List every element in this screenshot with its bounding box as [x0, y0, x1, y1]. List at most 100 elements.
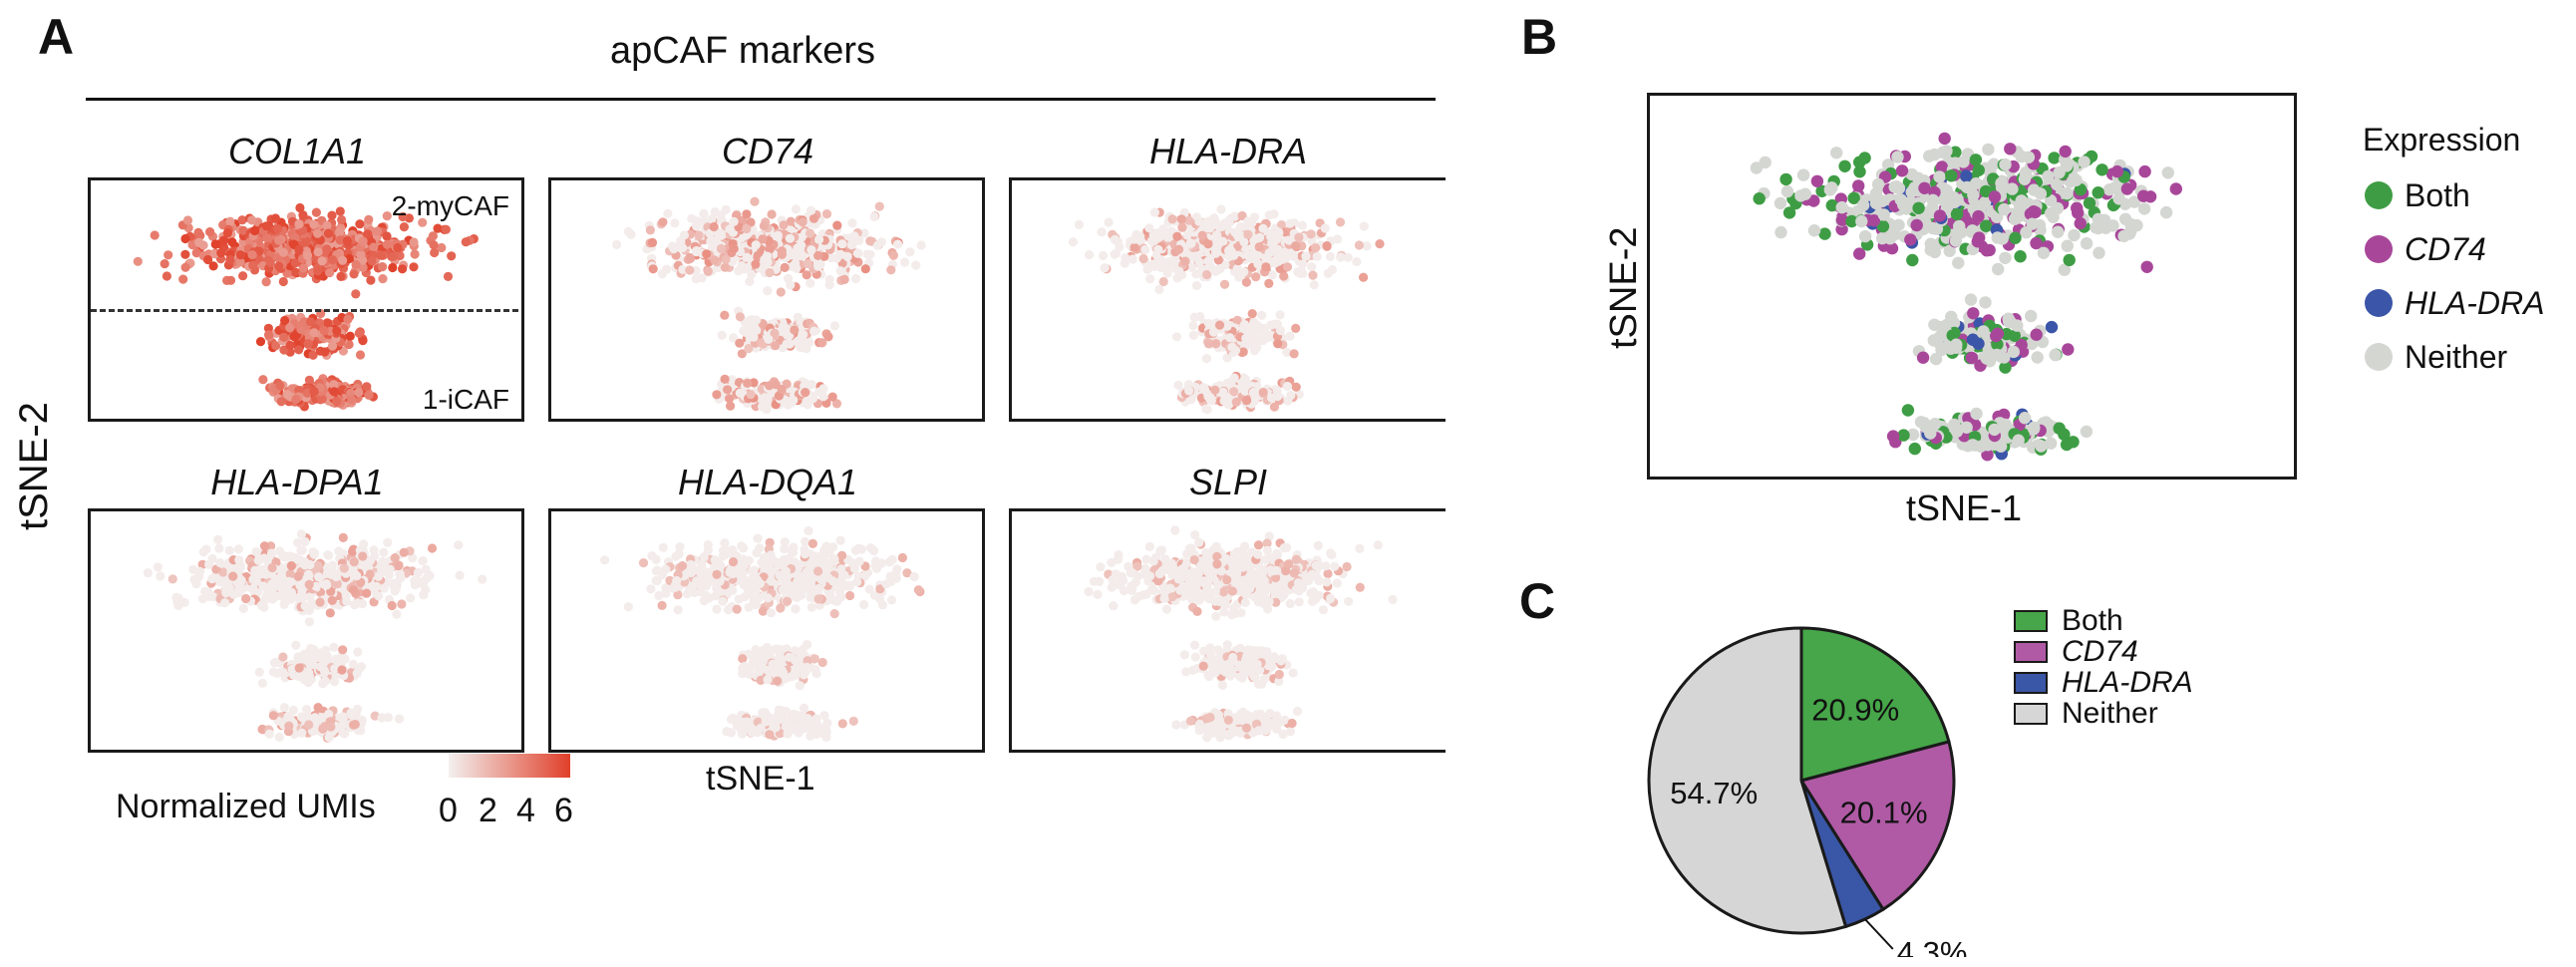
cell-point [698, 568, 708, 578]
cell-point [728, 545, 738, 555]
cell-point [1153, 244, 1163, 255]
cell-point [722, 727, 732, 737]
cell-point [274, 732, 284, 742]
cell-point [776, 654, 786, 664]
cell-point [703, 545, 713, 555]
cell-point [258, 375, 268, 385]
gene-title-6: SLPI [1188, 462, 1268, 502]
cell-point [284, 576, 294, 586]
cell-point [1154, 284, 1164, 294]
cell-point [398, 264, 408, 274]
cell-point [802, 662, 811, 672]
cell-point [827, 392, 837, 402]
cell-point [783, 329, 793, 339]
cell-point [320, 722, 330, 732]
cell-point [726, 401, 736, 411]
cell-point [798, 719, 808, 729]
cell-point [250, 565, 260, 575]
cell-point [323, 550, 334, 560]
cell-point [1291, 382, 1301, 392]
cell-point [1275, 326, 1286, 336]
cell-point [1202, 269, 1212, 280]
cell-point [251, 546, 261, 557]
cell-point [1104, 217, 1114, 227]
cell-point [213, 534, 223, 544]
cell-point [623, 602, 633, 612]
cell-point [791, 656, 801, 666]
cell-point [303, 569, 313, 579]
tsne-plot-hla-dra [1009, 177, 1446, 422]
cell-point [279, 332, 289, 342]
cell-point [248, 583, 258, 594]
tsne-plot-cd74 [548, 177, 985, 422]
cell-point [800, 549, 810, 559]
cell-point [790, 325, 800, 335]
cell-point [729, 216, 739, 226]
cell-point [247, 250, 257, 260]
cell-point [1109, 601, 1119, 611]
cell-point [712, 390, 722, 400]
cell-point [818, 392, 828, 402]
cell-point [836, 565, 846, 575]
cell-point [304, 617, 314, 627]
cell-point [267, 562, 277, 573]
cell-point [645, 225, 655, 235]
cell-point [805, 592, 815, 602]
cell-point [864, 584, 874, 594]
cell-point [337, 214, 347, 225]
cell-point [247, 215, 257, 225]
cell-point [811, 714, 821, 724]
cell-point [719, 545, 729, 555]
cell-point [364, 562, 374, 572]
cell-point [1074, 219, 1084, 229]
cell-point [235, 250, 246, 260]
cell-point [727, 375, 737, 385]
cell-point [760, 565, 770, 575]
cell-point [658, 542, 668, 552]
cell-point [222, 228, 232, 238]
cell-point [767, 209, 777, 219]
cell-point [763, 675, 773, 685]
cell-point [832, 220, 842, 230]
cell-point [764, 334, 774, 344]
cell-point [255, 337, 266, 347]
cell-point [1217, 680, 1227, 691]
tsne-scatter-hla-dra [1068, 204, 1385, 415]
cell-point [1184, 386, 1194, 396]
cell-point [809, 654, 819, 664]
cell-point [1184, 215, 1194, 225]
cell-point [1326, 593, 1336, 603]
cell-point [153, 562, 162, 572]
cell-point [1279, 271, 1289, 281]
cell-point [709, 221, 719, 232]
cell-point [1282, 381, 1292, 392]
cell-point [323, 563, 333, 573]
cell-point [756, 723, 766, 733]
gene-title-4: HLA-DPA1 [210, 462, 384, 502]
cell-point [729, 243, 739, 254]
cell-point [1267, 270, 1277, 280]
cell-point [790, 646, 800, 656]
cell-point [911, 260, 921, 270]
cell-point [302, 705, 312, 715]
cell-point [1121, 253, 1130, 263]
cell-point [1336, 252, 1346, 262]
cell-point [297, 545, 307, 555]
cell-point [1320, 223, 1330, 233]
cell-point [210, 239, 220, 249]
cell-point [294, 219, 304, 229]
cell-point [725, 394, 735, 404]
cell-point [1297, 220, 1307, 230]
cell-point [742, 223, 752, 234]
cell-point [1277, 220, 1287, 230]
cell-point [817, 657, 827, 668]
cell-point [824, 274, 834, 284]
cell-point [795, 681, 805, 691]
cell-point [296, 529, 306, 539]
cell-point [392, 609, 402, 619]
cell-point [777, 574, 787, 584]
cell-point [290, 258, 300, 268]
cell-point [320, 676, 330, 686]
cell-point [455, 570, 465, 580]
cell-point [195, 566, 205, 576]
